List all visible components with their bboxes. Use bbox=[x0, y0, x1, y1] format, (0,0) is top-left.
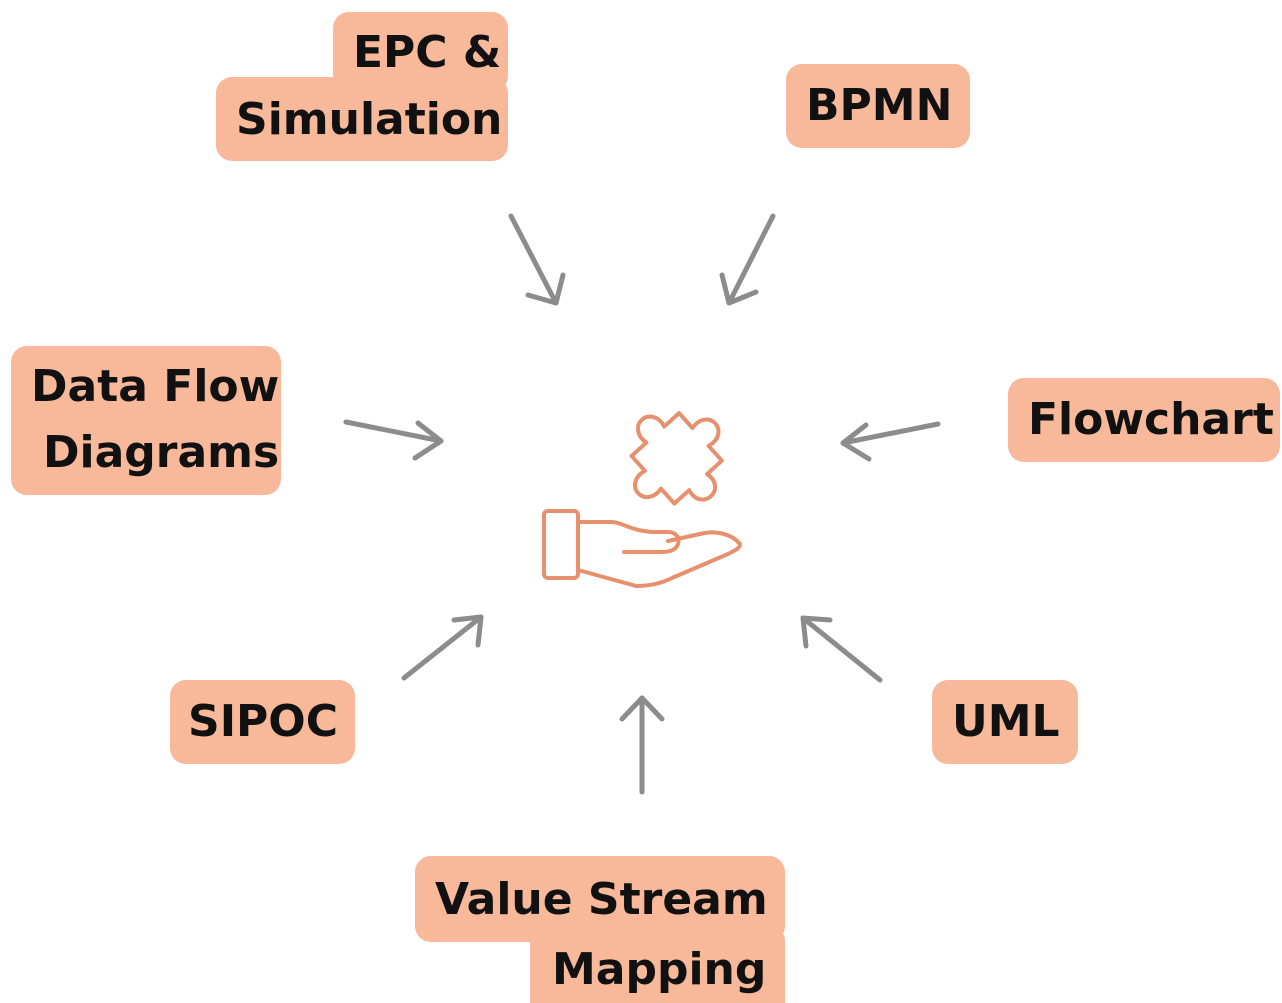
flowchart-label: Flowchart bbox=[1028, 394, 1274, 445]
uml-label: UML bbox=[952, 696, 1060, 747]
arrow-from-dfd bbox=[343, 419, 444, 461]
dfd-label-line2: Diagrams bbox=[43, 427, 280, 478]
node-data-flow-diagrams: Data Flow Diagrams bbox=[11, 346, 281, 495]
arrow-from-epc bbox=[508, 213, 566, 306]
vsm-label-line1: Value Stream bbox=[435, 874, 768, 925]
arrow-from-bpmn bbox=[719, 213, 776, 306]
vsm-label-bottom-shape bbox=[530, 925, 785, 1003]
hand-holding-puzzle-icon bbox=[542, 411, 742, 588]
vsm-label-line2: Mapping bbox=[552, 944, 767, 995]
arrow-from-vsm bbox=[619, 695, 665, 795]
epc-label-bottom-shape bbox=[216, 77, 508, 161]
arrow-from-uml bbox=[800, 615, 883, 683]
node-bpmn: BPMN bbox=[786, 64, 970, 148]
bpmn-label: BPMN bbox=[806, 80, 953, 131]
node-uml: UML bbox=[932, 680, 1078, 764]
epc-label-line2: Simulation bbox=[236, 94, 503, 145]
node-flowchart: Flowchart bbox=[1008, 378, 1280, 462]
arrow-from-sipoc bbox=[401, 614, 484, 681]
node-sipoc: SIPOC bbox=[170, 680, 355, 764]
dfd-label-line1: Data Flow bbox=[31, 361, 280, 412]
epc-label-line1: EPC & bbox=[353, 27, 502, 78]
sipoc-label: SIPOC bbox=[188, 696, 339, 747]
arrow-from-flowchart bbox=[840, 421, 941, 462]
